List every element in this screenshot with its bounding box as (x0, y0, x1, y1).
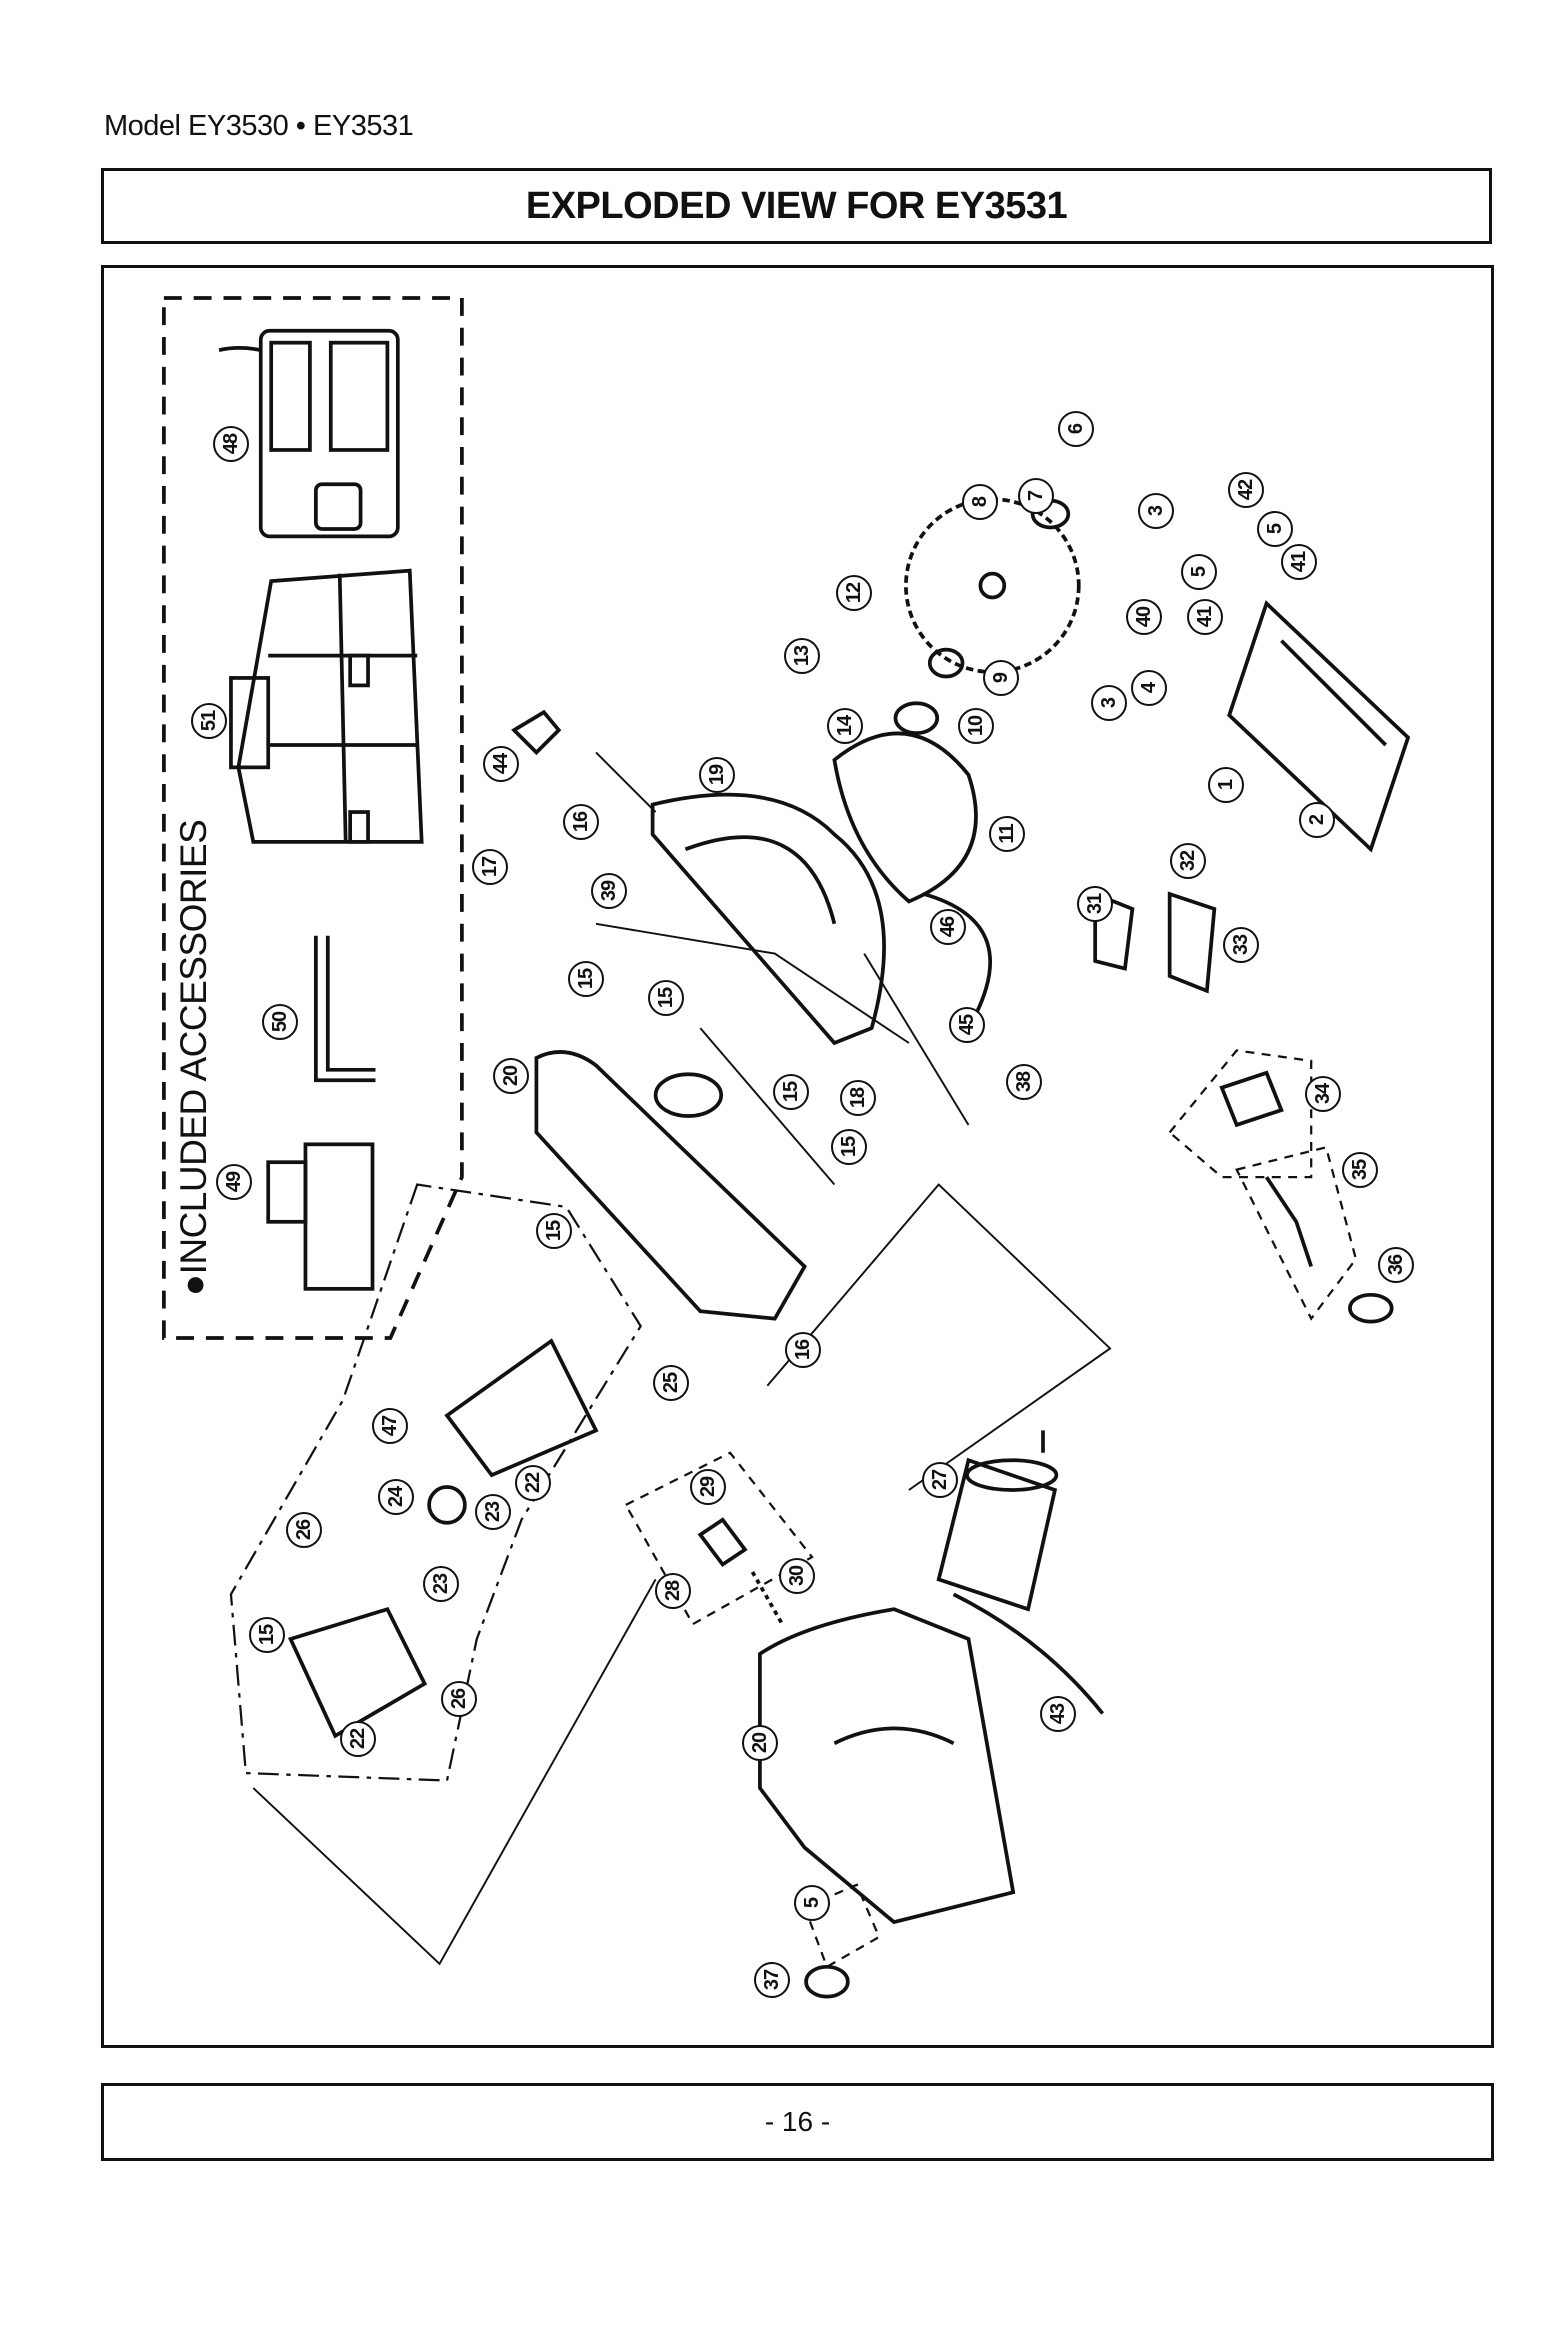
gear-case (444, 1338, 599, 1478)
base-plate (1227, 600, 1411, 853)
title-box: EXPLODED VIEW FOR EY3531 (101, 168, 1492, 244)
part-callout: 34 (1305, 1075, 1342, 1112)
part-callout: 26 (285, 1512, 322, 1549)
upper-guard (650, 792, 886, 1046)
part-callout: 2 (1299, 801, 1336, 838)
part-callout: 32 (1169, 843, 1206, 880)
part-callout: 46 (929, 908, 966, 945)
part-callout: 3 (1090, 685, 1127, 722)
part-callout: 45 (949, 1007, 985, 1044)
page-title: EXPLODED VIEW FOR EY3531 (525, 184, 1068, 227)
diagram-frame (101, 265, 1494, 2048)
part-callout: 16 (785, 1331, 822, 1368)
gear-cover (287, 1606, 428, 1739)
part-callout: 13 (783, 637, 820, 674)
part-callout: 15 (567, 960, 604, 997)
tool-case-image (229, 568, 424, 844)
gear-housing (534, 1050, 807, 1321)
part-callout: 6 (1057, 411, 1094, 448)
part-callout: 22 (339, 1720, 376, 1757)
battery-image (266, 1142, 375, 1291)
charger-image (218, 328, 400, 539)
part-callout: 50 (262, 1004, 299, 1041)
page-footer: - 16 - (101, 2083, 1494, 2161)
part-callout: 43 (1039, 1695, 1076, 1732)
part-callout: 51 (190, 703, 227, 740)
part-callout: 36 (1378, 1247, 1415, 1283)
hex-wrench-image (314, 935, 376, 1083)
part-callout: 44 (482, 746, 519, 783)
part-callout: 22 (515, 1464, 552, 1501)
lower-guard (832, 731, 978, 904)
page-number: - 16 - (764, 2106, 831, 2137)
part-callout: 9 (983, 659, 1020, 696)
part-callout: 10 (957, 707, 994, 744)
part-callout: 5 (794, 1884, 831, 1921)
part-callout: 26 (440, 1680, 477, 1717)
part-callout: 33 (1223, 926, 1260, 963)
part-callout: 48 (212, 426, 249, 463)
model-header: Model EY3530 • EY3531 (104, 110, 414, 142)
part-callout: 15 (248, 1616, 285, 1653)
part-callout: 15 (536, 1212, 573, 1249)
handle-housing (758, 1607, 1016, 1925)
part-callout: 20 (493, 1057, 530, 1094)
part-callout: 42 (1227, 472, 1264, 509)
part-callout: 40 (1126, 598, 1163, 635)
part-callout: 20 (741, 1725, 778, 1762)
part-callout: 49 (215, 1163, 252, 1200)
part-callout: 7 (1017, 478, 1054, 515)
part-callout: 14 (826, 707, 863, 744)
part-callout: 19 (698, 756, 735, 793)
part-callout: 35 (1342, 1151, 1379, 1188)
part-callout: 4 (1130, 670, 1167, 707)
part-callout: 23 (423, 1565, 460, 1602)
part-callout: 29 (689, 1469, 726, 1506)
part-callout: 27 (922, 1461, 959, 1498)
part-callout: 12 (835, 575, 872, 612)
saw-blade (904, 497, 1081, 674)
part-callout: 38 (1005, 1063, 1042, 1100)
part-callout: 37 (753, 1962, 790, 1999)
included-accessories-heading: ●INCLUDED ACCESSORIES (173, 819, 214, 1297)
motor (936, 1430, 1105, 1715)
part-callout: 41 (1281, 543, 1318, 580)
accessories-frame (162, 296, 464, 1340)
part-callout: 25 (652, 1364, 689, 1401)
